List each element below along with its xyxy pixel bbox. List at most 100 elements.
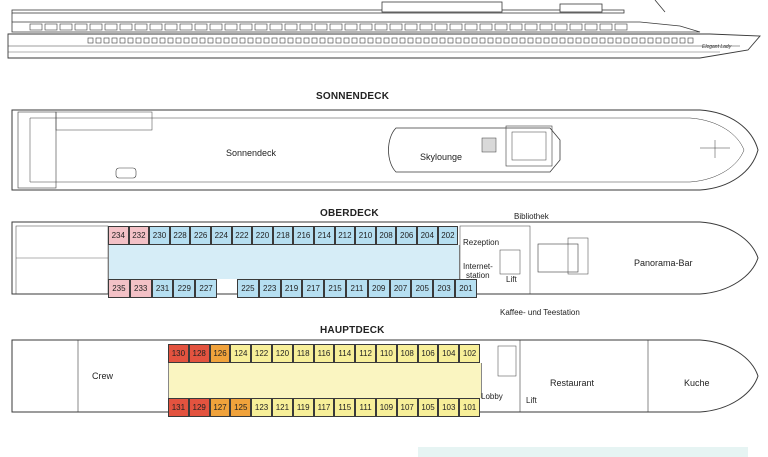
profile-window [199,37,206,44]
cabin-118[interactable]: 118 [292,344,314,363]
profile-window [374,23,388,31]
cabin-131[interactable]: 131 [168,398,189,417]
profile-window [687,37,694,44]
cabin-106[interactable]: 106 [417,344,439,363]
cabin-217[interactable]: 217 [302,279,325,298]
profile-window [615,37,622,44]
profile-window [671,37,678,44]
cabin-218[interactable]: 218 [272,226,294,245]
cabin-233[interactable]: 233 [129,279,152,298]
cabin-121[interactable]: 121 [272,398,293,417]
cabin-206[interactable]: 206 [396,226,417,245]
profile-window [464,23,478,31]
cabin-129[interactable]: 129 [188,398,210,417]
ship-side-profile: Elegant Lady [7,0,761,59]
cabin-226[interactable]: 226 [190,226,211,245]
cabin-220[interactable]: 220 [252,226,273,245]
cabin-112[interactable]: 112 [355,344,376,363]
profile-window [455,37,462,44]
profile-window [543,37,550,44]
profile-window [224,23,238,31]
lobby-label: Lobby [481,392,503,401]
cabin-214[interactable]: 214 [314,226,335,245]
cabin-101[interactable]: 101 [459,398,480,417]
cabin-114[interactable]: 114 [334,344,356,363]
cabin-207[interactable]: 207 [389,279,412,298]
cabin-109[interactable]: 109 [376,398,397,417]
profile-window [404,23,418,31]
profile-window [679,37,686,44]
profile-window [239,23,253,31]
profile-window [655,37,662,44]
cabin-116[interactable]: 116 [313,344,335,363]
profile-window [151,37,158,44]
profile-window [487,37,494,44]
profile-window [269,23,283,31]
cabin-224[interactable]: 224 [211,226,232,245]
cabin-204[interactable]: 204 [417,226,438,245]
sonnendeck-plan [11,109,759,191]
profile-window [663,37,670,44]
profile-window [74,23,88,31]
profile-window [215,37,222,44]
cabin-123[interactable]: 123 [251,398,272,417]
profile-window [135,37,142,44]
profile-window [527,37,534,44]
cabin-102[interactable]: 102 [459,344,480,363]
cabin-222[interactable]: 222 [231,226,253,245]
cabin-105[interactable]: 105 [417,398,439,417]
cabin-110[interactable]: 110 [376,344,397,363]
cabin-120[interactable]: 120 [272,344,293,363]
cabin-202[interactable]: 202 [437,226,459,245]
cabin-212[interactable]: 212 [334,226,356,245]
cabin-210[interactable]: 210 [355,226,376,245]
cabin-103[interactable]: 103 [438,398,460,417]
cabin-229[interactable]: 229 [173,279,196,298]
cabin-225[interactable]: 225 [237,279,259,298]
profile-window [391,37,398,44]
cabin-228[interactable]: 228 [169,226,191,245]
cabin-211[interactable]: 211 [346,279,368,298]
cabin-115[interactable]: 115 [334,398,356,417]
cabin-122[interactable]: 122 [251,344,272,363]
profile-window [415,37,422,44]
cabin-127[interactable]: 127 [209,398,231,417]
cabin-201[interactable]: 201 [455,279,477,298]
cabin-203[interactable]: 203 [433,279,455,298]
cabin-231[interactable]: 231 [151,279,174,298]
cabin-223[interactable]: 223 [258,279,281,298]
profile-window [554,23,568,31]
cabin-235[interactable]: 235 [108,279,130,298]
cabin-125[interactable]: 125 [230,398,252,417]
cabin-215[interactable]: 215 [324,279,346,298]
cabin-107[interactable]: 107 [396,398,418,417]
cabin-108[interactable]: 108 [396,344,418,363]
cabin-219[interactable]: 219 [280,279,303,298]
profile-window [343,37,350,44]
profile-window [279,37,286,44]
cabin-209[interactable]: 209 [367,279,390,298]
cabin-205[interactable]: 205 [411,279,434,298]
internetstation-label-line1: Internet- [463,262,493,271]
cabin-227[interactable]: 227 [195,279,217,298]
cabin-230[interactable]: 230 [149,226,170,245]
cabin-126[interactable]: 126 [209,344,231,363]
cabin-216[interactable]: 216 [293,226,314,245]
profile-window [319,37,326,44]
cabin-232[interactable]: 232 [128,226,150,245]
cabin-111[interactable]: 111 [355,398,376,417]
cabin-234[interactable]: 234 [108,226,129,245]
cabin-119[interactable]: 119 [292,398,314,417]
cabin-128[interactable]: 128 [188,344,210,363]
profile-window [375,37,382,44]
profile-window [569,23,583,31]
sonnendeck-label: Sonnendeck [226,148,277,158]
cabin-208[interactable]: 208 [375,226,397,245]
cabin-117[interactable]: 117 [313,398,335,417]
profile-window [599,37,606,44]
skylounge-label: Skylounge [420,152,463,162]
cabin-130[interactable]: 130 [168,344,189,363]
cabin-104[interactable]: 104 [438,344,460,363]
cabin-124[interactable]: 124 [230,344,252,363]
